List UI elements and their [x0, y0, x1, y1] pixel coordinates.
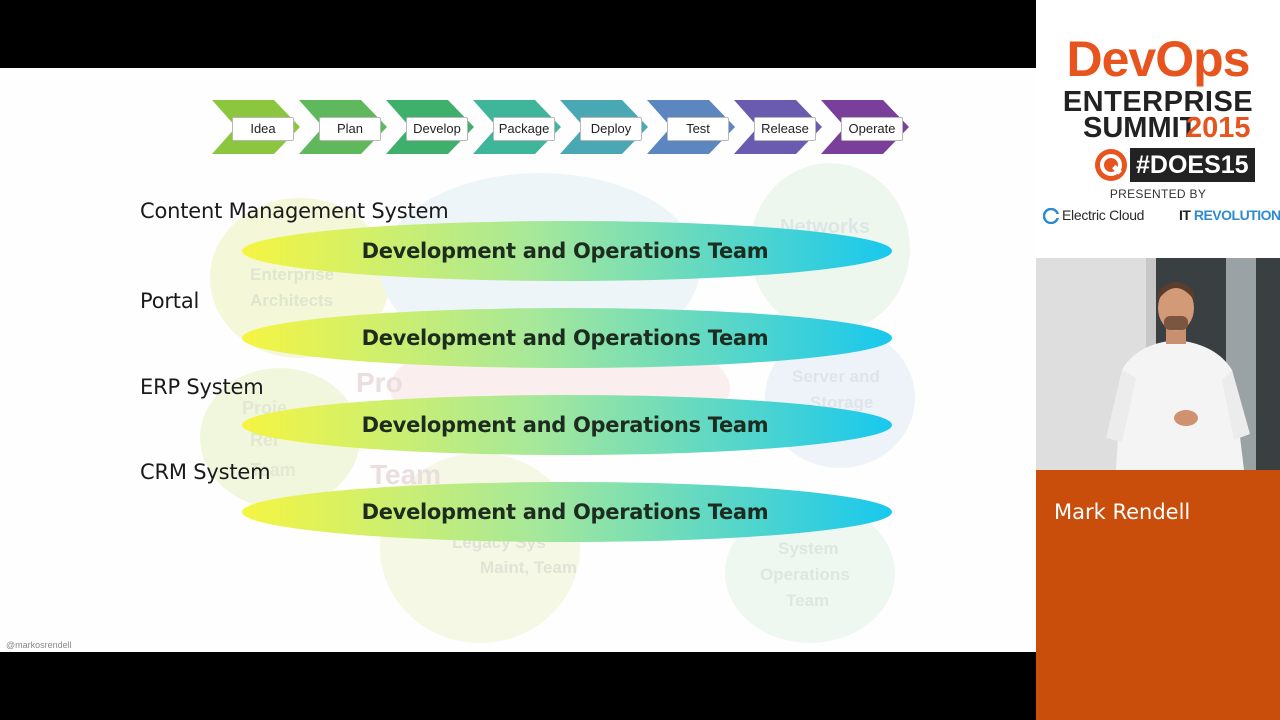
pipeline-step: Idea: [212, 100, 304, 154]
hashtag-text: #DOES15: [1130, 148, 1255, 182]
team-ellipse: Development and Operations Team: [242, 479, 894, 545]
presentation-slide: Networks Enterprise Architects Server an…: [0, 68, 1036, 652]
speaker-name: Mark Rendell: [1054, 500, 1191, 524]
sponsor-it-revolution: IT REVOLUTION: [1179, 207, 1280, 223]
system-label-portal: Portal: [140, 289, 200, 313]
pipeline-step-label: Test: [667, 117, 729, 141]
logo-year-text: 2015: [1186, 112, 1251, 144]
electric-cloud-icon: [1043, 208, 1059, 224]
event-sidebar: DevOps ENTERPRISE SUMMIT 2015 #DOES15 PR…: [1036, 0, 1280, 720]
sponsor-electric-cloud-label: Electric Cloud: [1062, 207, 1145, 223]
twitter-handle: @markosrendell: [6, 640, 72, 650]
faded-label: Architects: [250, 291, 333, 310]
pipeline-step: Operate: [821, 100, 913, 154]
pipeline-step-label: Package: [493, 117, 555, 141]
pipeline-step: Develop: [386, 100, 478, 154]
system-label-erp: ERP System: [140, 375, 264, 399]
pipeline-step-label: Idea: [232, 117, 294, 141]
team-label: Development and Operations Team: [361, 500, 769, 524]
sponsor-revolution-label: REVOLUTION: [1193, 207, 1280, 223]
sponsor-it-label: IT: [1179, 207, 1191, 223]
speaker-video: [1036, 258, 1280, 470]
speaker-name-box: Mark Rendell: [1036, 470, 1280, 720]
presented-by-text: PRESENTED BY: [1109, 187, 1207, 201]
team-label: Development and Operations Team: [361, 413, 769, 437]
pipeline-step-label: Release: [754, 117, 816, 141]
system-label-crm: CRM System: [140, 460, 271, 484]
power-swirl-icon: [1095, 149, 1127, 181]
pipeline-step: Release: [734, 100, 826, 154]
logo-summit-text: SUMMIT: [1083, 112, 1198, 144]
team-ellipse: Development and Operations Team: [242, 392, 894, 458]
pipeline-step-label: Develop: [406, 117, 468, 141]
faded-label: Server and: [792, 367, 880, 386]
pipeline-step-label: Operate: [841, 117, 903, 141]
pipeline-step: Package: [473, 100, 565, 154]
faded-label: Enterprise: [250, 265, 334, 284]
team-label: Development and Operations Team: [361, 326, 769, 350]
speaker-figure: [1036, 258, 1280, 470]
pipeline-step-label: Deploy: [580, 117, 642, 141]
devops-pipeline: Idea Plan Develop Package Deploy Test Re…: [212, 100, 912, 154]
faded-label: Team: [250, 460, 296, 480]
team-ellipse: Development and Operations Team: [242, 218, 894, 284]
team-ellipse: Development and Operations Team: [242, 305, 894, 371]
pipeline-step-label: Plan: [319, 117, 381, 141]
system-label-cms: Content Management System: [140, 199, 449, 223]
team-label: Development and Operations Team: [361, 239, 769, 263]
pipeline-step: Plan: [299, 100, 391, 154]
faded-label: Maint, Team: [480, 558, 577, 577]
pipeline-step: Deploy: [560, 100, 652, 154]
faded-label: Operations: [760, 565, 850, 584]
faded-label: Team: [786, 591, 829, 610]
faded-label: Pro: [356, 367, 403, 398]
logo-enterprise-text: ENTERPRISE: [1062, 86, 1254, 118]
logo-devops-text: DevOps: [1066, 31, 1251, 87]
faded-label: System: [778, 539, 838, 558]
pipeline-step: Test: [647, 100, 739, 154]
